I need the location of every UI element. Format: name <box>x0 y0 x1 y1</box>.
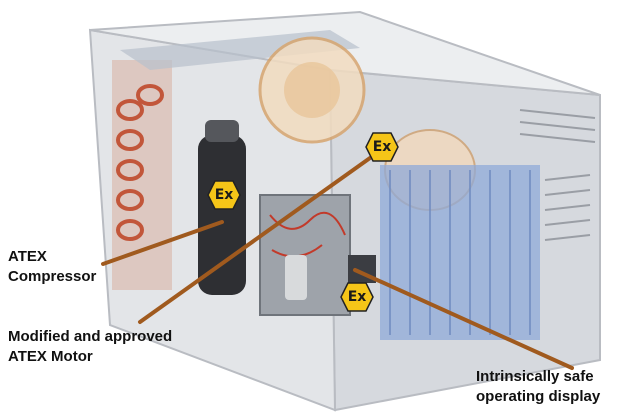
hexagon-icon <box>207 180 241 210</box>
compressor-body <box>198 135 246 295</box>
compressor-pointer <box>101 220 224 266</box>
display-pointer <box>353 268 574 370</box>
side-grille <box>519 109 596 241</box>
ex-symbol: Ex <box>347 289 367 305</box>
capacitor <box>285 255 307 300</box>
ex-badge-compressor: Ex <box>207 180 241 210</box>
label-atex-compressor: ATEX Compressor <box>8 247 96 287</box>
ex-symbol: Ex <box>214 187 234 203</box>
label-line: ATEX <box>8 248 47 265</box>
compressor-top <box>205 120 239 142</box>
label-atex-motor: Modified and approved ATEX Motor <box>8 327 172 367</box>
ex-badge-display: Ex <box>340 282 374 312</box>
hexagon-icon <box>365 132 399 162</box>
evaporator-lines <box>389 170 531 335</box>
label-line: Intrinsically safe <box>476 368 594 385</box>
label-line: ATEX Motor <box>8 348 93 365</box>
label-line: operating display <box>476 388 601 405</box>
ex-badge-motor: Ex <box>365 132 399 162</box>
coil-loops <box>116 84 164 241</box>
ex-symbol: Ex <box>372 139 392 155</box>
pointer-lines <box>101 156 574 370</box>
label-line: Compressor <box>8 268 97 285</box>
motor-pointer <box>138 156 372 324</box>
label-operating-display: Intrinsically safe operating display <box>476 367 600 407</box>
hexagon-icon <box>340 282 374 312</box>
evaporator-fins <box>380 165 540 340</box>
label-line: Modified and approved <box>8 328 173 345</box>
